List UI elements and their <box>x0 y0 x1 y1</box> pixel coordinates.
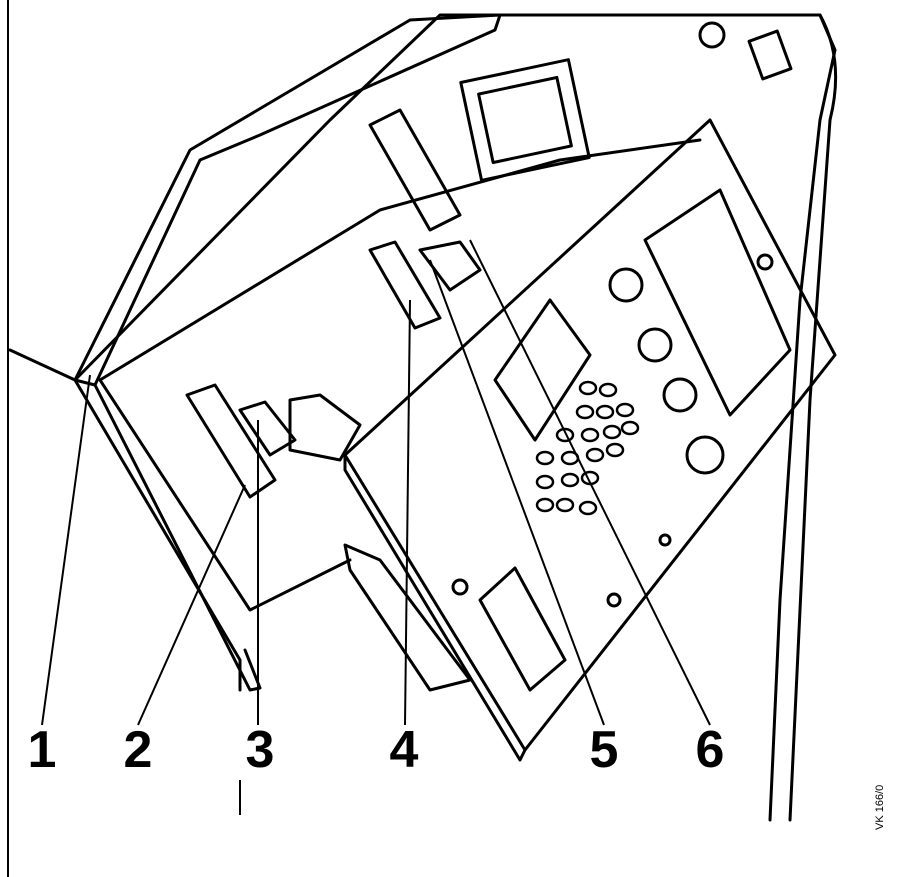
terminal-strip-6 <box>418 240 482 292</box>
bracket-upper <box>288 393 362 462</box>
screw-3 <box>606 592 622 608</box>
leader-2 <box>137 484 246 726</box>
leader-1 <box>41 374 91 726</box>
bracket-lower <box>343 543 472 692</box>
display-cutout <box>493 298 592 442</box>
panel-window <box>643 188 792 417</box>
knob-1 <box>608 267 644 303</box>
hinged-cover <box>73 13 502 387</box>
callout-2: 2 <box>123 721 153 779</box>
meter-window <box>459 58 591 182</box>
screw-2 <box>451 578 469 596</box>
terminal-strip-4 <box>368 240 442 330</box>
housing-outline <box>8 13 837 822</box>
interior-floor <box>98 378 352 612</box>
nameplate <box>478 566 567 692</box>
panel-thickness <box>343 453 527 762</box>
cover-inner-edge <box>93 383 262 692</box>
meter-window-inner <box>477 75 573 165</box>
terminal-strip-2 <box>185 383 277 499</box>
callout-4: 4 <box>389 721 419 779</box>
screw-1 <box>756 253 774 271</box>
cover-bottom-edge <box>73 378 242 692</box>
leader-6 <box>469 239 711 726</box>
callout-6: 6 <box>695 721 725 779</box>
screw-4 <box>658 533 672 547</box>
knob-3 <box>662 377 698 413</box>
control-panel-plate <box>343 118 837 752</box>
callout-3: 3 <box>245 721 275 779</box>
interior-wall <box>98 138 702 382</box>
leader-5 <box>429 259 605 726</box>
rocker-switch <box>747 29 793 81</box>
housing-right-edge <box>788 13 838 822</box>
terminal-strip-top <box>368 108 462 232</box>
knob-2 <box>637 327 673 363</box>
keypad <box>535 380 640 516</box>
reference-code: VK 166/0 <box>874 784 886 830</box>
callout-5: 5 <box>589 721 619 779</box>
top-knob <box>698 21 726 49</box>
leader-4 <box>404 299 411 726</box>
knob-4 <box>685 435 725 475</box>
terminal-strip-3 <box>238 400 297 457</box>
callout-1: 1 <box>27 721 57 779</box>
